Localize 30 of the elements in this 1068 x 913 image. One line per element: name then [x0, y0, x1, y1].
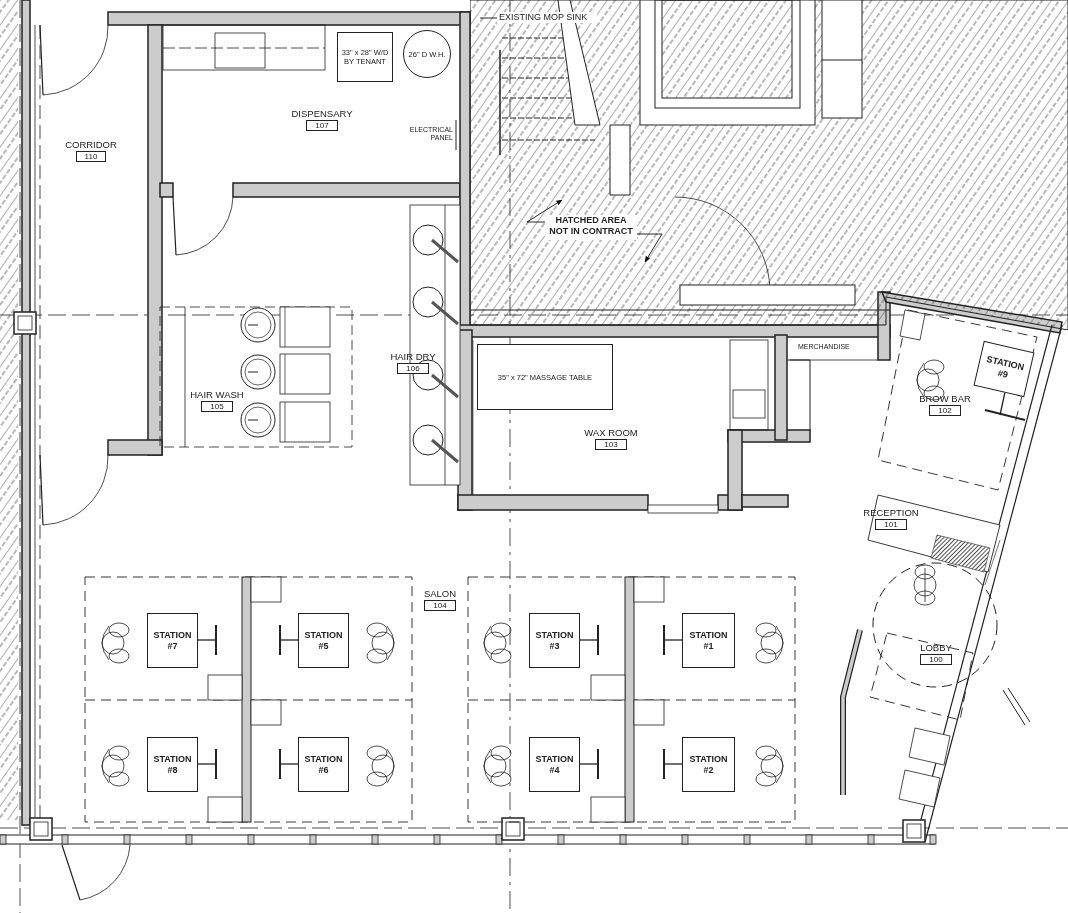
styling-station: STATION #5 — [298, 613, 349, 668]
room-number: 103 — [595, 439, 627, 450]
room-name: WAX ROOM — [584, 427, 638, 438]
room-number: 100 — [920, 654, 952, 665]
styling-station: STATION #7 — [147, 613, 198, 668]
note-text: EXISTING MOP SINK — [497, 12, 597, 23]
styling-station: STATION #6 — [298, 737, 349, 792]
room-name: HAIR WASH — [190, 389, 244, 400]
note-text: HATCHED AREA NOT IN CONTRACT — [545, 215, 637, 240]
room-name: BROW BAR — [919, 393, 971, 404]
styling-station: STATION #2 — [682, 737, 735, 792]
room-name: CORRIDOR — [65, 139, 117, 150]
styling-station: STATION #9 — [973, 340, 1035, 398]
room-number: 105 — [201, 401, 233, 412]
styling-station: STATION #8 — [147, 737, 198, 792]
styling-station: STATION #3 — [529, 613, 580, 668]
room-name: RECEPTION — [863, 507, 919, 518]
room-name: HAIR DRY — [390, 351, 436, 362]
room-number: 104 — [424, 600, 456, 611]
styling-station: STATION #1 — [682, 613, 735, 668]
leader-line — [479, 17, 498, 19]
room-name: DISPENSARY — [291, 108, 353, 119]
room-number: 107 — [306, 120, 338, 131]
room-number: 106 — [397, 363, 429, 374]
room-number: 110 — [75, 151, 107, 162]
room-number: 101 — [875, 519, 907, 530]
room-name: LOBBY — [920, 642, 952, 653]
room-name: SALON — [423, 588, 457, 599]
styling-station: STATION #4 — [529, 737, 580, 792]
room-number: 102 — [929, 405, 961, 416]
